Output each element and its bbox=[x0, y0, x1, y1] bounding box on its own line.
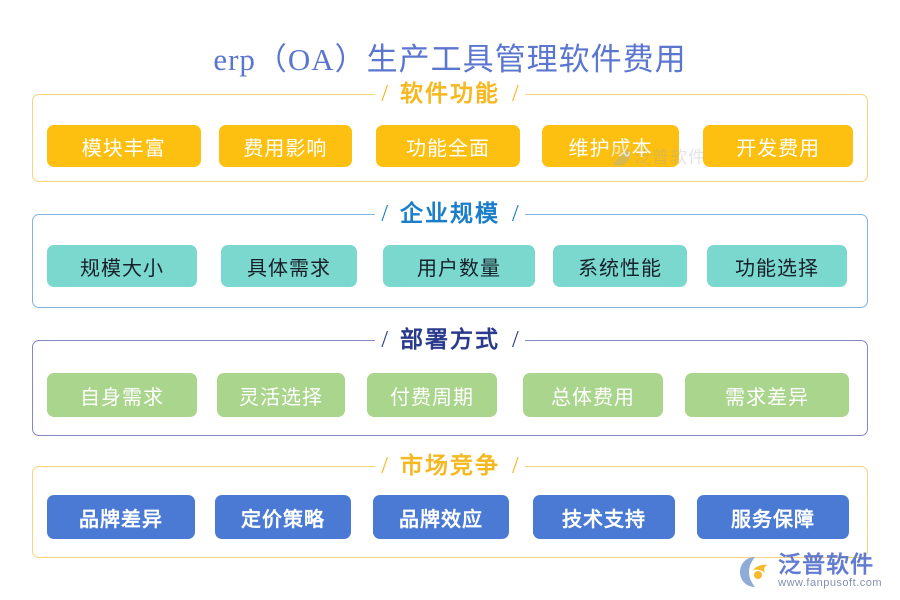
chip-item[interactable]: 定价策略 bbox=[215, 495, 351, 539]
section-deployment-mode: / 部署方式 / 自身需求 灵活选择 付费周期 总体费用 需求差异 bbox=[32, 325, 868, 436]
chip-row: 模块丰富 费用影响 功能全面 维护成本 开发费用 bbox=[33, 125, 867, 167]
chip-item[interactable]: 自身需求 bbox=[47, 373, 197, 417]
slash-left-icon: / bbox=[381, 81, 388, 107]
chip-item[interactable]: 品牌效应 bbox=[373, 495, 509, 539]
section-title: 部署方式 bbox=[400, 327, 500, 352]
chip-item[interactable]: 规模大小 bbox=[47, 245, 197, 287]
section-header: / 软件功能 / bbox=[33, 79, 867, 109]
chip-item[interactable]: 需求差异 bbox=[685, 373, 849, 417]
chip-item[interactable]: 品牌差异 bbox=[47, 495, 195, 539]
section-enterprise-scale: / 企业规模 / 规模大小 具体需求 用户数量 系统性能 功能选择 bbox=[32, 199, 868, 308]
chip-item[interactable]: 功能选择 bbox=[707, 245, 847, 287]
section-title: 软件功能 bbox=[400, 81, 500, 106]
chip-item[interactable]: 技术支持 bbox=[533, 495, 675, 539]
fanpu-logo-icon bbox=[738, 555, 772, 589]
brand-logo: 泛普软件 www.fanpusoft.com bbox=[738, 553, 882, 590]
slash-right-icon: / bbox=[512, 453, 519, 479]
logo-name: 泛普软件 bbox=[778, 552, 875, 577]
chip-item[interactable]: 灵活选择 bbox=[217, 373, 345, 417]
chip-item[interactable]: 具体需求 bbox=[221, 245, 357, 287]
chip-item[interactable]: 模块丰富 bbox=[47, 125, 201, 167]
section-header: / 市场竞争 / bbox=[33, 451, 867, 481]
slash-left-icon: / bbox=[381, 453, 388, 479]
logo-url: www.fanpusoft.com bbox=[778, 577, 882, 589]
page-title: erp（OA）生产工具管理软件费用 bbox=[213, 42, 687, 77]
section-header: / 企业规模 / bbox=[33, 199, 867, 229]
chip-item[interactable]: 费用影响 bbox=[218, 125, 353, 167]
chip-item[interactable]: 系统性能 bbox=[553, 245, 687, 287]
chip-item[interactable]: 付费周期 bbox=[367, 373, 497, 417]
slash-right-icon: / bbox=[512, 327, 519, 353]
chip-item[interactable]: 功能全面 bbox=[376, 125, 520, 167]
section-title: 市场竞争 bbox=[400, 453, 500, 478]
section-header: / 部署方式 / bbox=[33, 325, 867, 355]
slash-left-icon: / bbox=[381, 201, 388, 227]
chip-item[interactable]: 用户数量 bbox=[383, 245, 535, 287]
slash-left-icon: / bbox=[381, 327, 388, 353]
chip-item[interactable]: 开发费用 bbox=[703, 125, 853, 167]
slash-right-icon: / bbox=[512, 201, 519, 227]
section-market-competition: / 市场竞争 / 品牌差异 定价策略 品牌效应 技术支持 服务保障 bbox=[32, 451, 868, 558]
chip-row: 自身需求 灵活选择 付费周期 总体费用 需求差异 bbox=[33, 373, 867, 417]
slash-right-icon: / bbox=[512, 81, 519, 107]
chip-row: 品牌差异 定价策略 品牌效应 技术支持 服务保障 bbox=[33, 495, 867, 539]
section-software-function: / 软件功能 / 模块丰富 费用影响 功能全面 维护成本 开发费用 bbox=[32, 79, 868, 182]
section-title: 企业规模 bbox=[400, 201, 500, 226]
chip-row: 规模大小 具体需求 用户数量 系统性能 功能选择 bbox=[33, 245, 867, 287]
chip-item[interactable]: 维护成本 bbox=[541, 125, 680, 167]
chip-item[interactable]: 总体费用 bbox=[523, 373, 663, 417]
chip-item[interactable]: 服务保障 bbox=[697, 495, 849, 539]
